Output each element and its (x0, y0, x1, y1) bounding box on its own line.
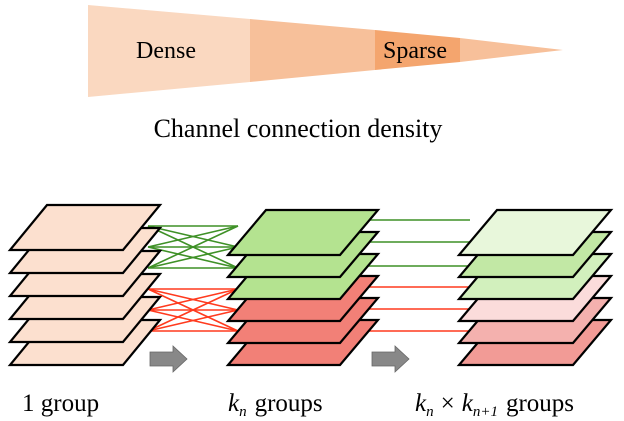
connection-line (147, 288, 239, 311)
connection-line (147, 225, 239, 269)
connection-line (147, 288, 239, 332)
green-connections-first (147, 225, 239, 269)
caption-text: groups (506, 390, 574, 417)
caption-subscript: n (239, 404, 247, 420)
progress-arrows (149, 345, 410, 373)
red-connections-first (147, 288, 239, 332)
density-wedge: Dense Sparse (88, 5, 563, 97)
connections-second (366, 219, 470, 332)
connection-line (147, 309, 239, 332)
caption-subscript-2: n+1 (473, 404, 498, 420)
density-wedge-dense-segment (88, 5, 250, 97)
sparse-label: Sparse (383, 38, 447, 64)
caption-subscript: n (426, 404, 434, 420)
density-wedge-mid-segment (250, 19, 375, 82)
stack-two (225, 208, 381, 367)
right-arrow-icon (149, 345, 188, 373)
stack-three (456, 208, 614, 367)
dense-label: Dense (136, 38, 196, 64)
right-arrow-icon (371, 345, 410, 373)
density-wedge-sparse-segment (375, 30, 460, 70)
density-wedge-tip (460, 38, 563, 62)
caption-times: × (441, 390, 455, 417)
caption-symbol: k (228, 390, 240, 417)
stack-three-layer (456, 208, 614, 257)
stack-two-layer (225, 208, 381, 257)
caption-symbol: k (415, 390, 427, 417)
caption-symbol-2: k (462, 390, 474, 417)
connection-line (147, 246, 239, 269)
connections-first (147, 225, 239, 332)
caption-text: groups (255, 390, 323, 417)
connection-line (147, 225, 239, 248)
caption-one-group: 1 group (22, 390, 99, 417)
stack-one-layer (7, 203, 163, 252)
density-caption: Channel connection density (154, 114, 443, 143)
stack-one (7, 203, 163, 367)
